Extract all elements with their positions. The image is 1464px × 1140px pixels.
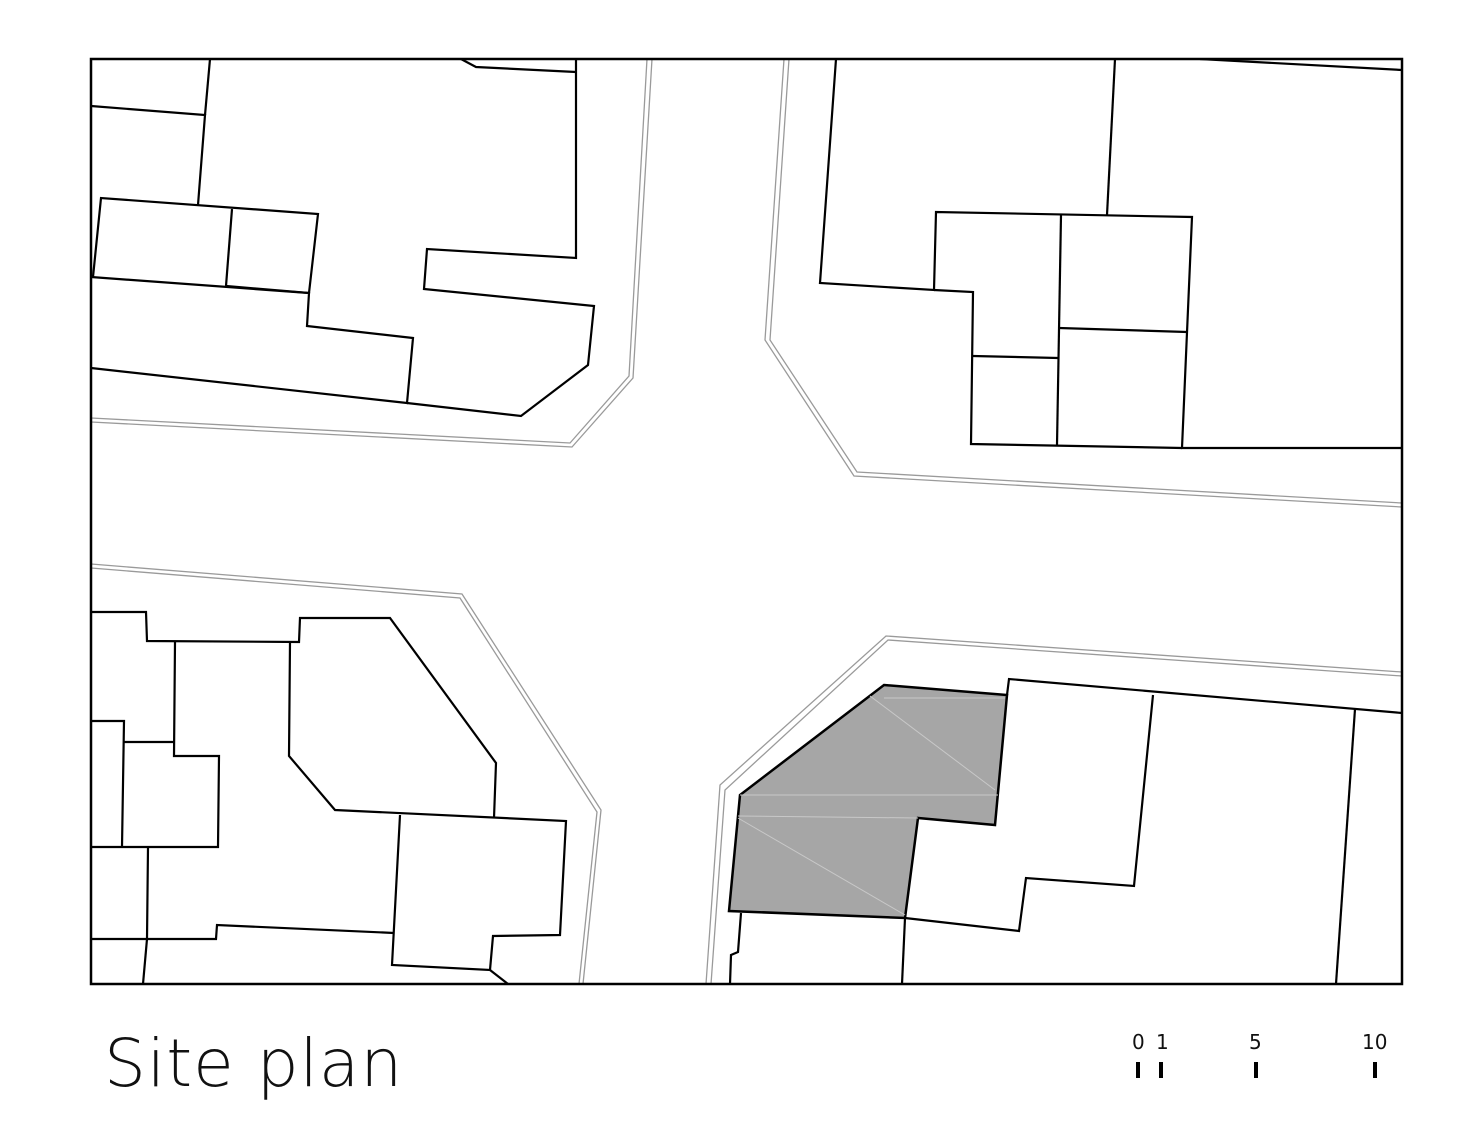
se-building-2 <box>904 694 1155 933</box>
nw-building-4 <box>406 59 596 418</box>
sw-building-5-tail <box>141 938 149 984</box>
road-edges <box>91 59 1402 984</box>
sw-building-4 <box>91 719 126 848</box>
page-title: Site plan <box>104 1025 404 1102</box>
sw-building-5 <box>91 846 150 941</box>
ne-building-2-divider-c <box>972 354 1059 360</box>
site-parcel <box>727 683 1009 920</box>
ne-building-divider <box>1105 59 1117 216</box>
drawing-frame <box>89 57 1404 986</box>
nw-building-3 <box>91 275 415 405</box>
scale-label-5: 5 <box>1249 1030 1262 1054</box>
sw-building-6 <box>147 923 395 941</box>
se-building-1 <box>1005 677 1402 715</box>
nw-building-divider <box>203 59 212 116</box>
road-edge-nw-inner <box>91 59 653 448</box>
se-building-4 <box>900 917 907 984</box>
site-parcel-hatch <box>737 695 1005 916</box>
scale-label-10: 10 <box>1362 1030 1388 1054</box>
building-outlines <box>91 59 1402 984</box>
nw-building-top <box>460 59 577 74</box>
se-building-3 <box>1334 708 1357 984</box>
road-edge-ne-outer <box>764 59 1402 508</box>
ne-building-2-divider-a <box>1055 214 1063 446</box>
scale-tick-5 <box>1254 1062 1258 1078</box>
sw-building-7 <box>489 969 509 984</box>
road-edge-ne-inner <box>769 59 1402 504</box>
nw-building-2-divider <box>224 208 234 287</box>
sw-building-2 <box>287 641 568 972</box>
scale-label-0: 0 <box>1132 1030 1145 1054</box>
scale-label-1: 1 <box>1156 1030 1169 1054</box>
road-edge-se-outer <box>705 635 1402 984</box>
se-building-5 <box>728 912 743 984</box>
road-edge-se-inner <box>710 639 1402 984</box>
sw-building-3 <box>91 641 221 849</box>
site-parcel-fill <box>727 683 1009 920</box>
road-edge-nw-outer <box>91 59 648 444</box>
ne-building-top <box>1199 59 1402 72</box>
sw-building-1 <box>91 610 498 819</box>
ne-building-2 <box>933 288 1183 450</box>
nw-building-1 <box>91 104 207 206</box>
ne-building-2-divider-b <box>1058 326 1188 334</box>
road-edge-sw-outer <box>91 563 602 984</box>
scale-tick-1 <box>1159 1062 1163 1078</box>
road-edge-sw-inner <box>91 567 598 984</box>
scale-bar <box>1136 1062 1377 1078</box>
scale-tick-10 <box>1373 1062 1377 1078</box>
scale-tick-0 <box>1136 1062 1140 1078</box>
